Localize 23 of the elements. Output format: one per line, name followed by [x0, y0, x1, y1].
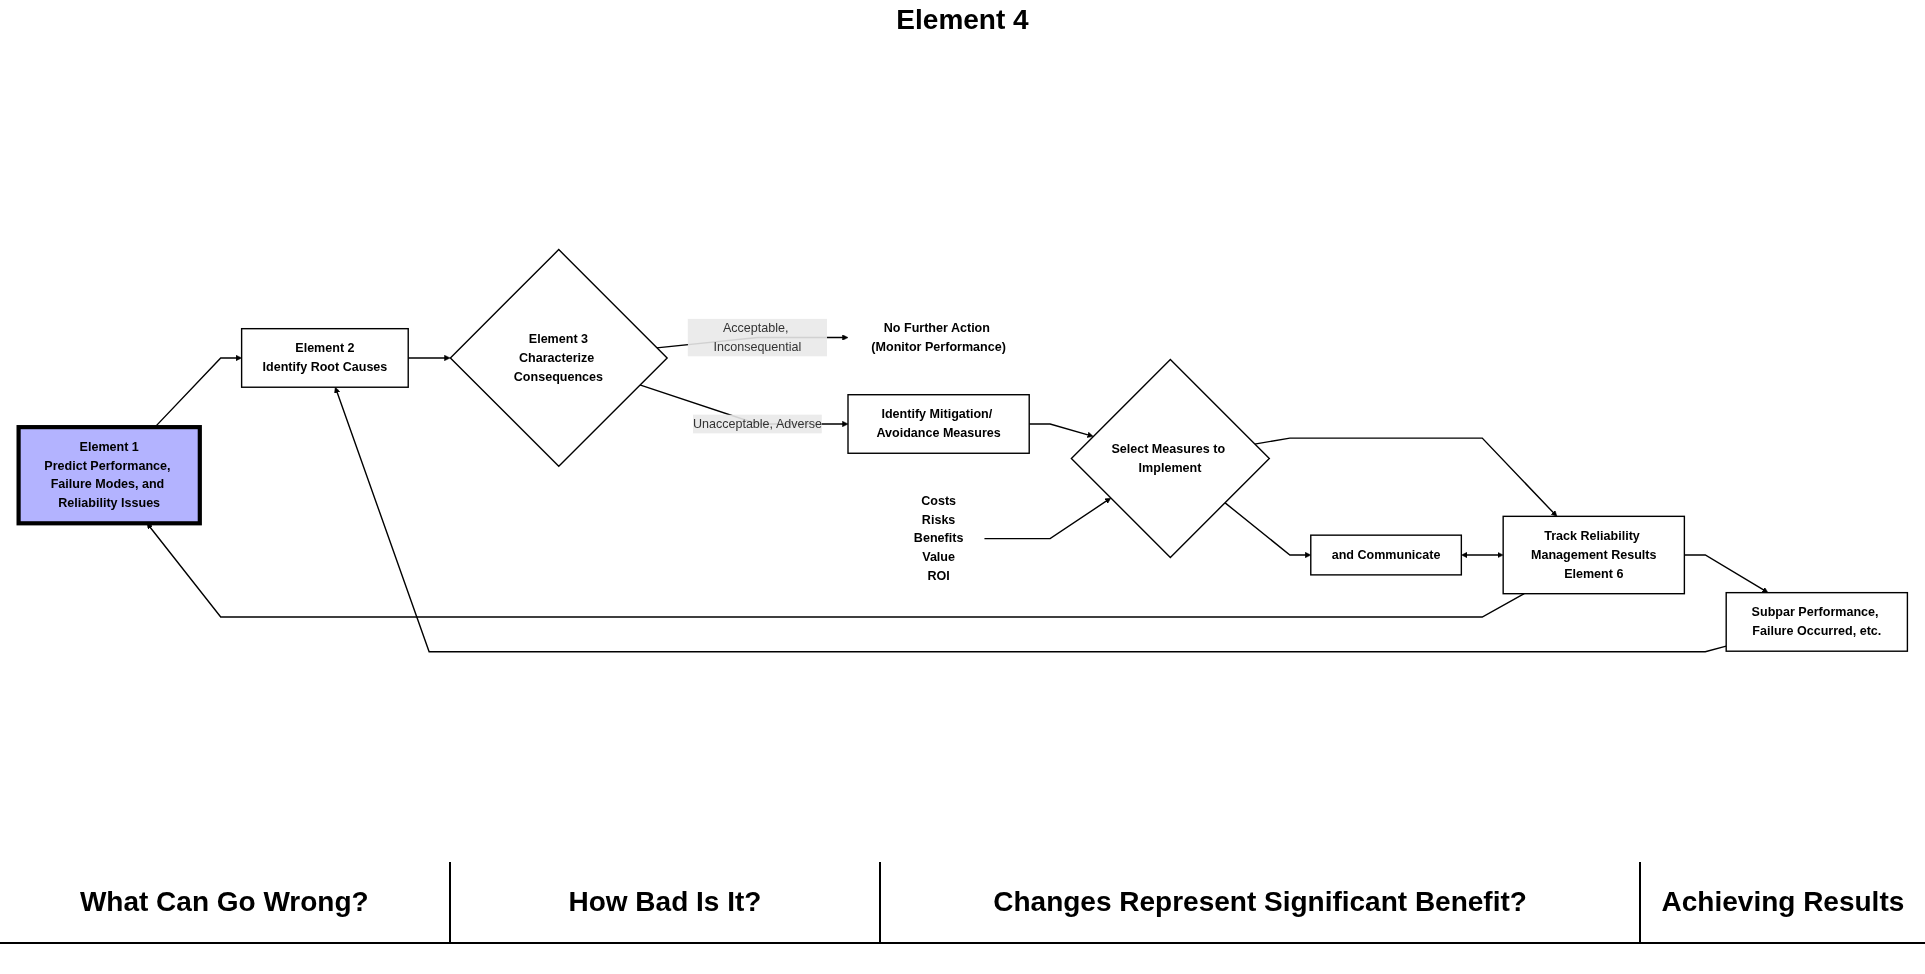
- arrow: [1223, 502, 1311, 559]
- node-box: Element 1 Predict Performance, Failure Modes, and Reliability Issues: [16, 425, 202, 526]
- arrow: [983, 498, 1111, 540]
- node-box: Element 2 Identify Root Causes: [240, 328, 409, 389]
- element-heading: Element 4: [896, 4, 1029, 36]
- node-box: Subpar Performance, Failure Occurred, etc.: [1725, 592, 1908, 653]
- arrow: [1028, 423, 1093, 439]
- node-box: and Communicate: [1309, 534, 1462, 576]
- node-box: Track Reliability Management Results Element 6: [1501, 516, 1685, 595]
- edge-label: Unacceptable, Adverse: [692, 417, 822, 431]
- arrow: [407, 355, 450, 362]
- edge-label: Acceptable, Inconsequential: [712, 321, 801, 354]
- node-box: Identify Mitigation/ Avoidance Measures: [846, 394, 1030, 455]
- column-header: What Can Go Wrong?: [79, 886, 369, 918]
- node-diamond: Select Measures to Implement: [1069, 358, 1270, 559]
- arrow: [1253, 437, 1557, 517]
- node-text: No Further Action (Monitor Performance): [870, 321, 1006, 354]
- arrow: [1683, 554, 1768, 594]
- node-text: Costs Risks Benefits Value ROI: [913, 494, 963, 584]
- node-diamond: Element 3 Characterize Consequences: [448, 248, 668, 468]
- column-header: Changes Represent Significant Benefit?: [993, 886, 1527, 918]
- column-header: Achieving Results: [1661, 886, 1905, 918]
- column-header: How Bad Is It?: [568, 886, 762, 918]
